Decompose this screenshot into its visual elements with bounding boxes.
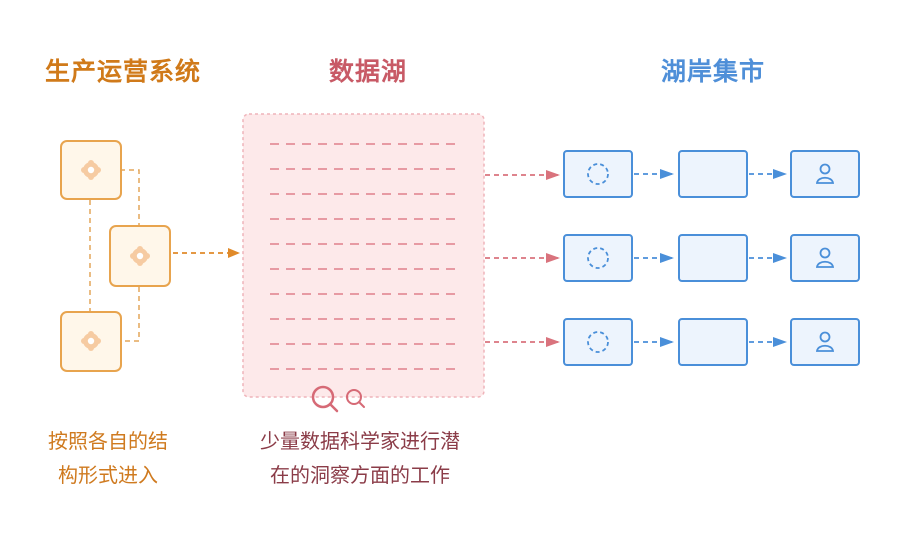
data-lake-container — [242, 113, 485, 398]
ops-system-title: 生产运营系统 — [44, 57, 202, 86]
small-magnifier-icon — [346, 389, 365, 408]
gear-icon — [130, 246, 150, 266]
dashed-circle-icon — [587, 247, 609, 269]
lake-caption-line-1: 少量数据科学家进行潜 — [260, 429, 460, 453]
ops-system-box — [60, 140, 122, 200]
ops-caption-line-1: 按照各自的结 — [48, 429, 168, 453]
user-icon — [815, 331, 835, 352]
mart-row — [563, 318, 860, 366]
user-icon — [815, 163, 835, 184]
ops-system-box — [109, 225, 171, 287]
mart-row — [563, 150, 860, 198]
large-magnifier-icon — [311, 385, 339, 413]
ops-system-box — [60, 311, 122, 372]
lake-to-mart-arrows — [485, 170, 560, 347]
lake-caption-line-2: 在的洞察方面的工作 — [270, 463, 450, 487]
data-lake-title: 数据湖 — [328, 57, 408, 86]
mart-row — [563, 234, 860, 282]
dashed-circle-icon — [587, 163, 609, 185]
ops-connectors — [89, 169, 140, 342]
lakeshore-mart-title: 湖岸集市 — [660, 57, 766, 86]
gear-icon — [81, 331, 101, 351]
dashed-circle-icon — [587, 331, 609, 353]
ops-caption-line-2: 构形式进入 — [58, 463, 158, 487]
ops-system-caption: 按照各自的结 构形式进入 — [28, 424, 188, 492]
data-lake-caption: 少量数据科学家进行潜 在的洞察方面的工作 — [240, 424, 480, 492]
gear-icon — [81, 160, 101, 180]
user-icon — [815, 247, 835, 268]
